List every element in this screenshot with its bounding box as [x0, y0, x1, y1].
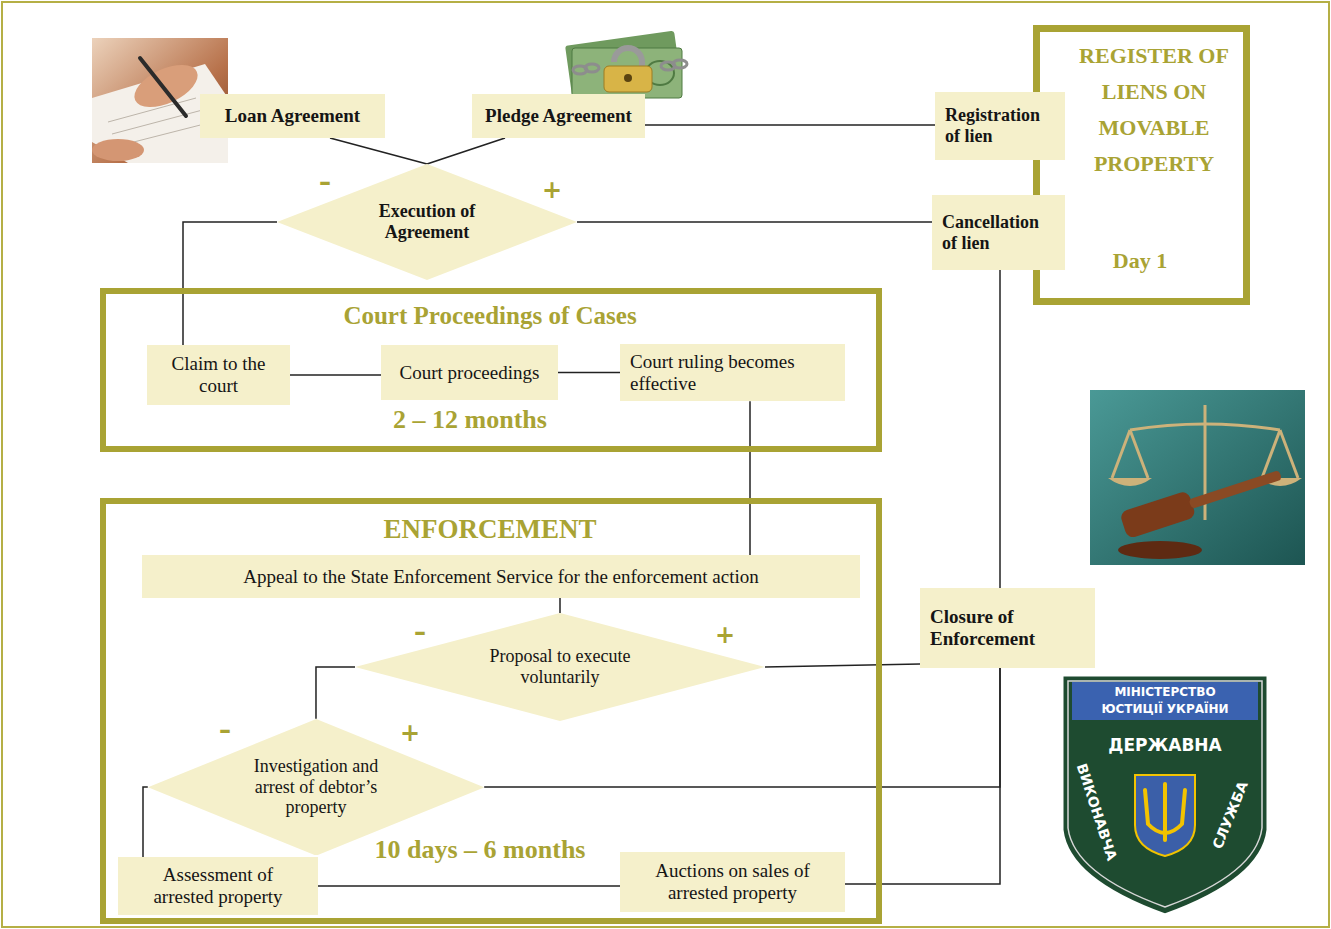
box-text: Auctions on sales of arrested property: [640, 860, 825, 904]
stage-panel: ENFORCEMENT10 days – 6 monthsAppeal to t…: [100, 498, 882, 924]
duration-label: Day 1: [1090, 246, 1190, 276]
decision-diamond: Execution of Agreement: [277, 164, 577, 280]
register-action-box: Registration of lien: [935, 92, 1065, 160]
panel-heading: REGISTER OF LIENS ON MOVABLE PROPERTY: [1066, 38, 1242, 182]
branch-sign: +: [542, 178, 562, 202]
process-box: Appeal to the State Enforcement Service …: [142, 555, 860, 598]
box-text: Claim to the court: [159, 353, 279, 397]
branch-sign: +: [715, 623, 735, 647]
badge-text: ЮСТИЦІЇ УКРАЇНИ: [1101, 703, 1228, 715]
panel-heading: Court Proceedings of Cases: [200, 300, 780, 332]
box-text: Pledge Agreement: [485, 105, 632, 127]
flow-connector: [999, 270, 1001, 588]
flow-connector: [749, 401, 751, 555]
register-action-box: Cancellation of lien: [932, 195, 1065, 270]
decision-diamond: Proposal to execute voluntarily: [355, 613, 765, 721]
box-text: Closure of Enforcement: [930, 606, 1065, 650]
branch-sign: –: [414, 620, 426, 644]
flow-connector: [318, 885, 620, 887]
flow-connector: [765, 664, 920, 667]
flow-connector: [143, 787, 148, 857]
stage-panel: Court Proceedings of Cases 2 – 12 months C…: [100, 288, 882, 452]
diamond-fill: [277, 164, 577, 280]
box-text: Cancellation of lien: [942, 212, 1054, 253]
flow-connector: [559, 598, 561, 613]
box-text: Appeal to the State Enforcement Service …: [243, 566, 758, 588]
process-box: Claim to the court: [147, 345, 290, 405]
process-box: Court ruling becomes effective: [620, 344, 845, 402]
flow-connector: [290, 374, 381, 376]
badge-text: СЛУЖБА: [1210, 779, 1250, 850]
flow-connector: [316, 667, 355, 719]
process-box: Court proceedings: [381, 345, 558, 400]
duration-label: 2 – 12 months: [320, 404, 620, 436]
flow-connector: [330, 138, 427, 164]
agreement-box: Loan Agreement: [200, 94, 385, 138]
closure-box: Closure of Enforcement: [920, 588, 1095, 668]
flow-connector: [577, 221, 932, 223]
branch-sign: –: [319, 170, 331, 194]
flow-connector: [427, 138, 505, 164]
money-lock-photo: [565, 31, 687, 98]
flow-connector: [558, 372, 620, 374]
diamond-fill: [355, 613, 765, 721]
decision-diamond: Investigation and arrest of debtor’s pro…: [148, 719, 484, 856]
box-text: Proposal to execute voluntarily: [465, 646, 655, 687]
agreement-box: Pledge Agreement: [472, 94, 645, 138]
branch-sign: –: [219, 718, 231, 742]
enforcement-service-badge: [1062, 675, 1268, 915]
box-text: Registration of lien: [945, 105, 1053, 146]
process-box: Auctions on sales of arrested property: [620, 852, 845, 912]
process-box: Assessment of arrested property: [118, 857, 318, 915]
box-text: Execution of Agreement: [357, 201, 497, 242]
box-text: Court proceedings: [400, 362, 540, 384]
badge-text: МІНІСТЕРСТВО: [1114, 686, 1215, 698]
flow-connector: [645, 124, 935, 126]
box-text: Investigation and arrest of debtor’s pro…: [241, 756, 391, 818]
panel-heading: ENFORCEMENT: [290, 512, 690, 546]
badge-text: ДЕРЖАВНА: [1108, 737, 1222, 754]
flow-connector: [183, 222, 277, 345]
diamond-fill: [148, 719, 484, 856]
justice-scales-photo: [1090, 390, 1305, 565]
register-panel: REGISTER OF LIENS ON MOVABLE PROPERTY Day…: [1033, 25, 1250, 305]
branch-sign: +: [400, 721, 420, 745]
flow-connector: [845, 668, 1000, 884]
box-text: Court ruling becomes effective: [630, 351, 820, 395]
badge-text: ВИКОНАВЧА: [1075, 762, 1120, 862]
box-text: Assessment of arrested property: [136, 864, 301, 908]
box-text: Loan Agreement: [225, 105, 360, 127]
